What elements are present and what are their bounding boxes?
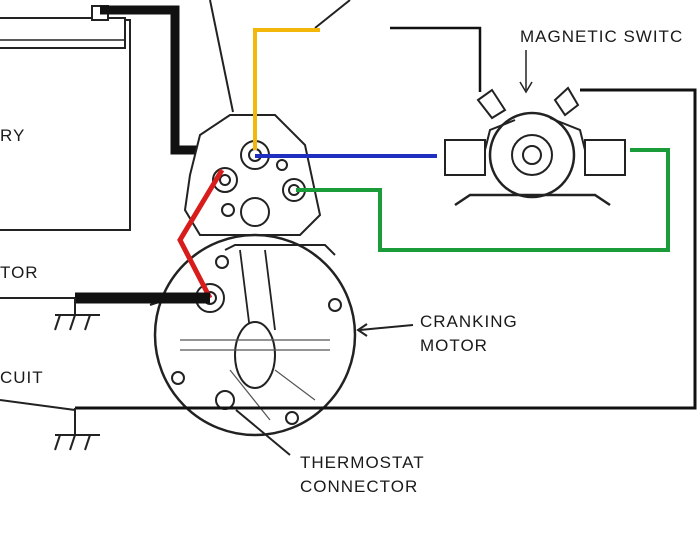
cranking-motor-arrowhead [356,323,368,337]
ground-return-wire [75,88,697,410]
thermostat-connector-label-line2: CONNECTOR [300,477,419,496]
green-wire [296,148,670,252]
cranking-motor-label-line1: CRANKING [420,312,518,331]
battery [0,5,131,231]
magnetic-switch-label: MAGNETIC SWITC [520,27,684,46]
circuit-lead [0,399,76,411]
circuit-ground-icon [54,408,100,451]
cranking-motor-label-line2: MOTOR [420,336,488,355]
motor-label: TOR [0,263,39,282]
switch-feed-wire [390,26,482,92]
leader-line-diag [314,0,351,29]
solenoid [183,114,322,236]
leader-line-top [209,0,234,113]
magnetic-switch [444,86,626,207]
red-wire [177,168,225,300]
thermostat-connector-label-line1: THERMOSTAT [300,453,425,472]
switch-arrowhead [519,81,533,94]
circuit-label: CUIT [0,368,44,387]
battery-label: RY [0,126,26,145]
motor-ground-icon [54,298,100,331]
cranking-motor [149,233,357,437]
yellow-wire [253,28,320,150]
cranking-motor-leader [359,324,414,331]
thermostat-leader [235,409,291,456]
